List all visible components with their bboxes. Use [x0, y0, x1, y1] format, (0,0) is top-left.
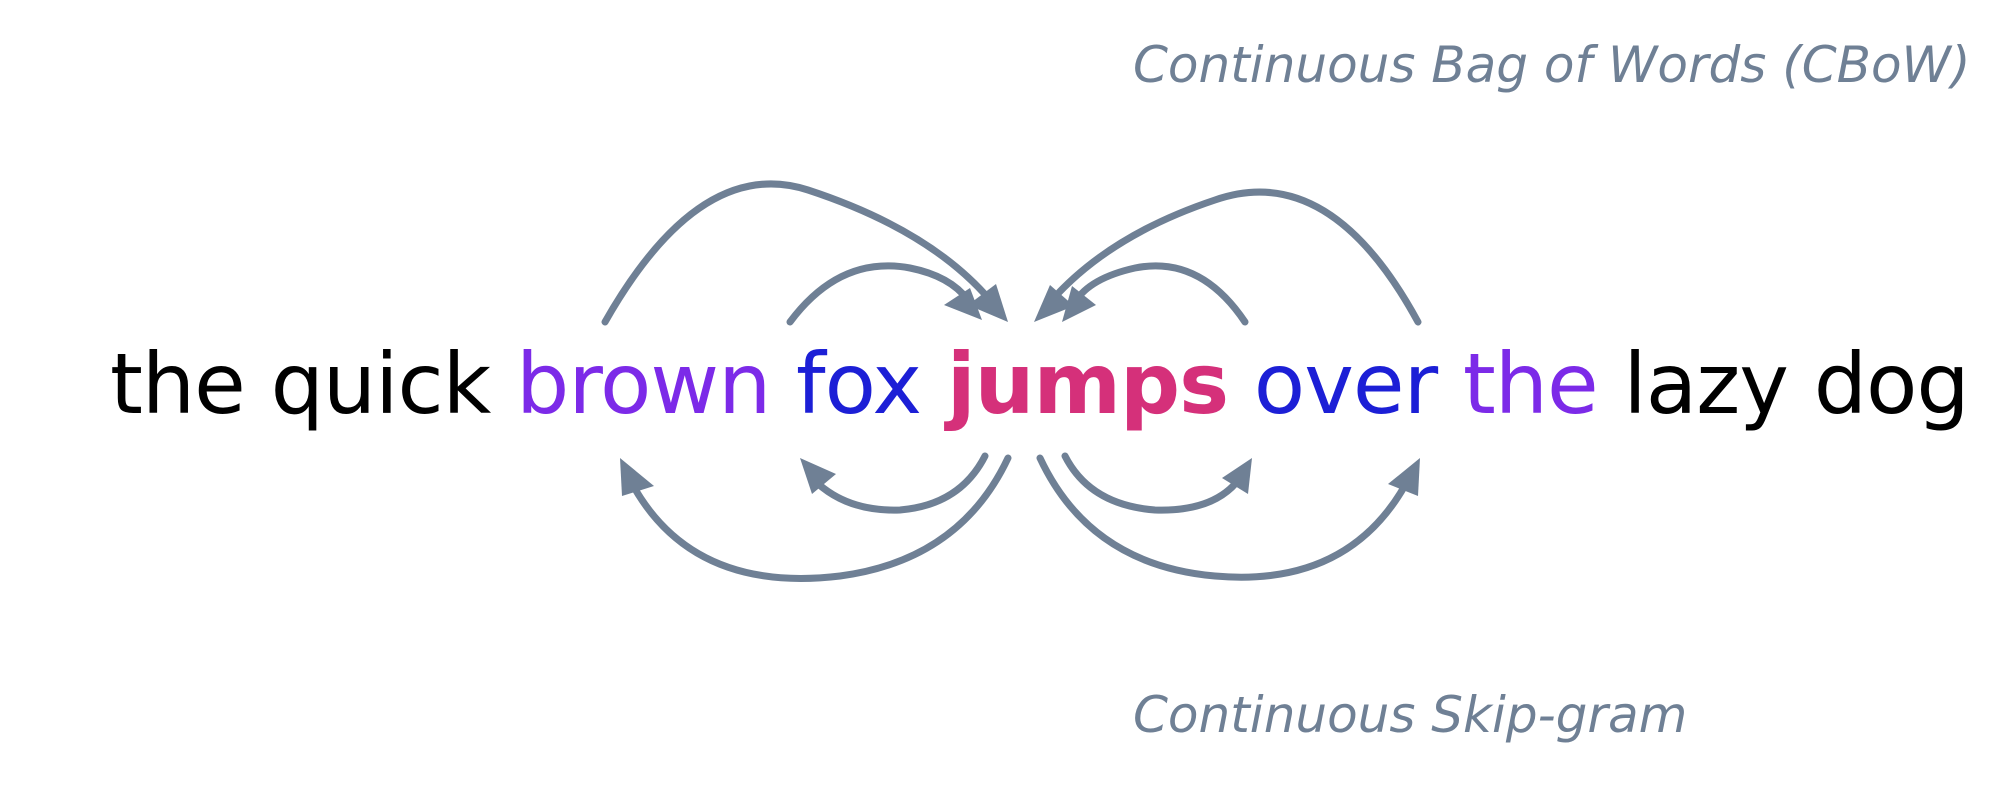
cbow-label: Continuous Bag of Words (CBoW) — [1133, 36, 1971, 94]
cbow-arrow-head-over — [1062, 286, 1096, 322]
cbow-arrow-brown-to-jumps — [601, 180, 994, 326]
cbow-arrow-the-to-jumps — [1048, 188, 1422, 326]
cbow-arrow-head-brown — [968, 284, 1008, 322]
word-6: over — [1253, 335, 1438, 433]
cbow-arrow-over-to-jumps — [1071, 262, 1249, 326]
skipgram-arrow-jumps-to-fox — [808, 452, 989, 514]
example-sentence: the quick brown fox jumps over the lazy … — [110, 342, 1970, 426]
skipgram-arrow-head-brown — [620, 458, 654, 496]
cbow-arrow-head-fox — [944, 288, 982, 320]
word-4: fox — [796, 335, 922, 433]
skipgram-arrow-head-the — [1388, 458, 1420, 496]
skipgram-arrow-jumps-to-over — [1061, 452, 1244, 514]
word-9: dog — [1813, 335, 1970, 433]
skipgram-arrow-head-over — [1222, 458, 1252, 494]
cbow-arrow-head-the — [1034, 285, 1074, 322]
cbow-arrow-fox-to-jumps — [786, 262, 972, 326]
skipgram-arrow-head-fox — [800, 458, 836, 494]
word-1: the — [110, 335, 246, 433]
target-word: jumps — [946, 335, 1229, 433]
skipgram-label: Continuous Skip-gram — [1133, 686, 1688, 744]
skipgram-arrow-jumps-to-brown — [626, 454, 1012, 582]
skipgram-arrow-jumps-to-the — [1036, 454, 1412, 581]
word-8: lazy — [1623, 335, 1789, 433]
word-3: brown — [516, 335, 771, 433]
word-7: the — [1462, 335, 1599, 433]
word-2: quick — [270, 335, 492, 433]
